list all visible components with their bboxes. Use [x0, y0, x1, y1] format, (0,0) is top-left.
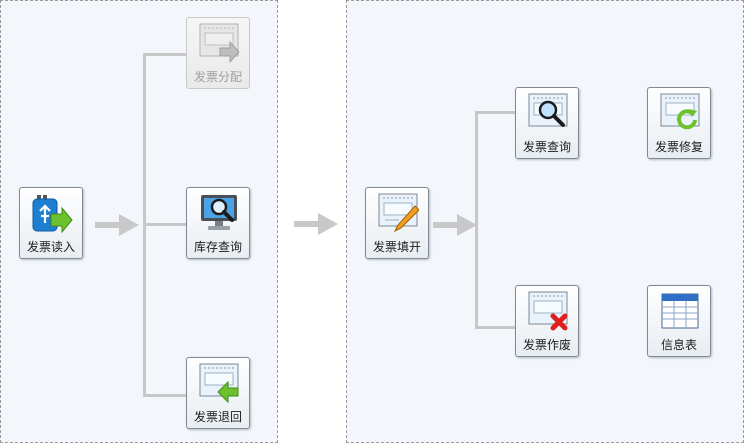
- invoice-edit-icon: [378, 193, 419, 233]
- invoice-void-button[interactable]: 发票作废: [515, 285, 579, 357]
- flow-arrow-icon: [95, 214, 139, 236]
- connector-to-query: [475, 111, 515, 114]
- invoice-query-button[interactable]: 发票查询: [515, 87, 579, 159]
- connector-to-return: [143, 394, 187, 397]
- invoice-forward-icon: [199, 23, 240, 64]
- invoice-issue-button[interactable]: 发票填开: [365, 187, 429, 259]
- invoice-query-label: 发票查询: [522, 140, 571, 154]
- invoice-return-label: 发票退回: [193, 410, 242, 424]
- stock-query-label: 库存查询: [193, 240, 242, 254]
- info-table-button[interactable]: 信息表: [647, 285, 711, 357]
- connector-to-allocate: [143, 53, 187, 56]
- flow-arrow-icon: [433, 214, 477, 236]
- invoice-repair-label: 发票修复: [654, 140, 703, 154]
- invoice-void-label: 发票作废: [522, 338, 571, 352]
- invoice-receiving-panel: 发票读入 发票分配 库存查询 发票退回: [0, 0, 278, 443]
- invoice-repair-button[interactable]: 发票修复: [647, 87, 711, 159]
- invoice-read-button[interactable]: 发票读入: [19, 187, 83, 259]
- invoice-issue-label: 发票填开: [372, 240, 421, 254]
- connector-to-void: [475, 326, 515, 329]
- info-table-label: 信息表: [660, 338, 697, 352]
- invoice-search-icon: [528, 93, 568, 127]
- stock-query-button[interactable]: 库存查询: [186, 187, 250, 259]
- connector-to-stock-query: [143, 223, 187, 226]
- invoice-read-label: 发票读入: [26, 240, 75, 254]
- invoice-issuing-panel: 发票填开 发票查询 发票修复 发票作废: [346, 0, 744, 443]
- usb-import-icon: [32, 195, 73, 234]
- invoice-allocate-label: 发票分配: [193, 70, 242, 84]
- table-icon: [661, 293, 699, 329]
- connector-trunk: [475, 111, 478, 329]
- flow-arrow-icon: [294, 213, 338, 235]
- invoice-allocate-button[interactable]: 发票分配: [186, 17, 250, 89]
- monitor-search-icon: [201, 195, 237, 230]
- invoice-void-icon: [528, 291, 568, 331]
- invoice-return-button[interactable]: 发票退回: [186, 357, 250, 429]
- invoice-return-icon: [199, 363, 239, 404]
- invoice-repair-icon: [660, 93, 700, 130]
